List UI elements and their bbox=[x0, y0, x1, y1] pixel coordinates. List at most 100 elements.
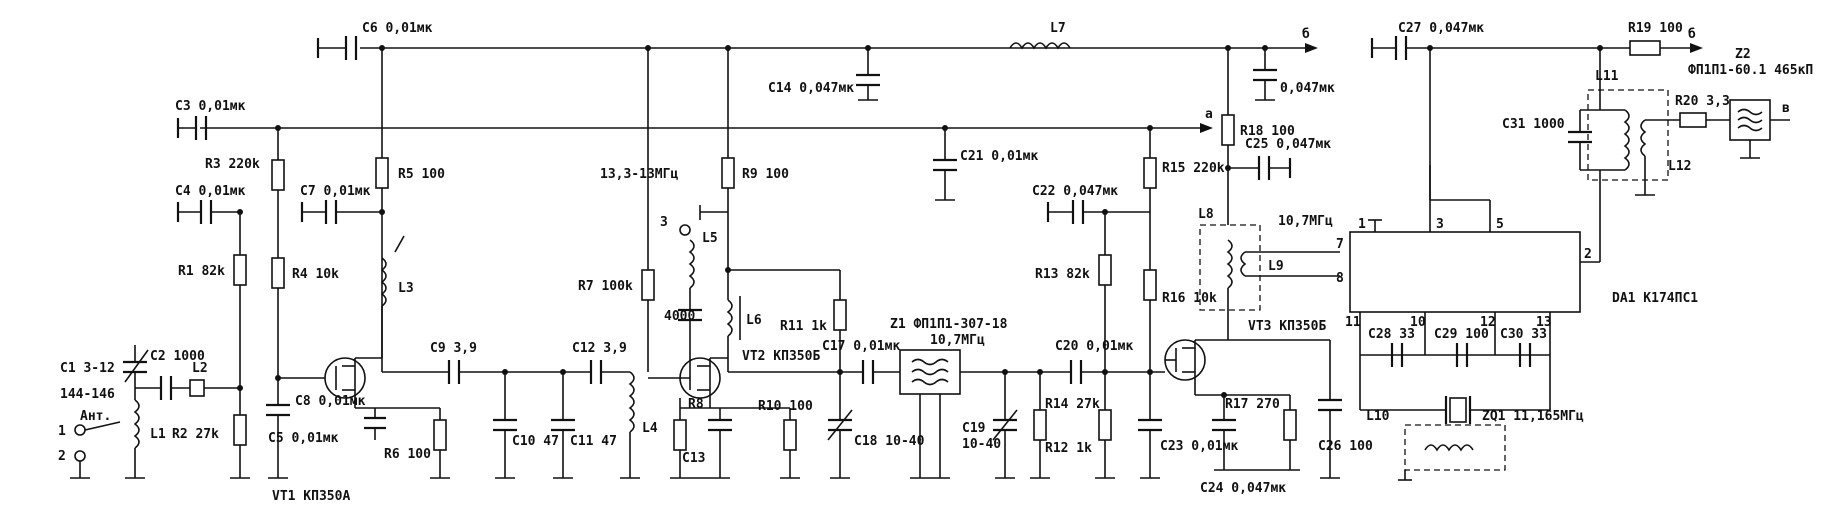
label-ic1: 1 bbox=[1358, 217, 1366, 232]
label-c11: C11 47 bbox=[570, 434, 617, 449]
label-r19: R19 100 bbox=[1628, 21, 1683, 36]
label-r8: R8 bbox=[688, 397, 704, 412]
label-c30: C30 33 bbox=[1500, 327, 1547, 342]
label-r11: R11 1k bbox=[780, 319, 827, 334]
label-r14: R14 27k bbox=[1045, 397, 1100, 412]
component-labels: C6 0,01мк C3 0,01мк C4 0,01мк C7 0,01мк … bbox=[58, 21, 1813, 504]
label-r1: R1 82k bbox=[178, 264, 225, 279]
stage-mixer bbox=[641, 48, 1070, 479]
label-freq1: 144-146 bbox=[60, 387, 115, 402]
label-c17: C17 0,01мк bbox=[822, 339, 900, 354]
label-c29: C29 100 bbox=[1434, 327, 1489, 342]
label-l8f: 10,7МГц bbox=[1278, 214, 1333, 229]
label-r15: R15 220k bbox=[1162, 161, 1225, 176]
label-c24: C24 0,047мк bbox=[1200, 481, 1286, 496]
label-c20: C20 0,01мк bbox=[1055, 339, 1133, 354]
label-r13: R13 82k bbox=[1035, 267, 1090, 282]
label-l9: L9 bbox=[1268, 259, 1284, 274]
label-l11: L11 bbox=[1595, 69, 1619, 84]
label-c28: C28 33 bbox=[1368, 327, 1415, 342]
label-c25: C25 0,047мк bbox=[1245, 137, 1331, 152]
stage-input bbox=[70, 48, 640, 479]
label-ant: Ант. bbox=[80, 409, 111, 424]
label-l6: L6 bbox=[746, 313, 762, 328]
label-c4000: 4000 bbox=[664, 309, 695, 324]
label-net-b2: б bbox=[1688, 27, 1696, 42]
label-c19: C19 bbox=[962, 421, 985, 436]
label-z2t: ФП1П1-60.1 465кП bbox=[1688, 63, 1813, 78]
label-ic10: 10 bbox=[1410, 315, 1426, 330]
label-c23: C23 0,01мк bbox=[1160, 439, 1238, 454]
label-c31: C31 1000 bbox=[1502, 117, 1565, 132]
label-vt3: VT3 КП350Б bbox=[1248, 319, 1326, 334]
label-freq2: 13,3-13МГц bbox=[600, 167, 678, 182]
label-z1f: 10,7МГц bbox=[930, 333, 985, 348]
label-da1: DA1 К174ПС1 bbox=[1612, 291, 1698, 306]
label-c21: C21 0,01мк bbox=[960, 149, 1038, 164]
label-c22: C22 0,047мк bbox=[1032, 184, 1118, 199]
label-vt2: VT2 КП350Б bbox=[742, 349, 820, 364]
label-c18: C18 10-40 bbox=[854, 434, 925, 449]
label-c14: C14 0,047мк bbox=[768, 81, 854, 96]
label-ic7: 7 bbox=[1336, 237, 1344, 252]
label-l7: L7 bbox=[1050, 21, 1066, 36]
label-r9: R9 100 bbox=[742, 167, 789, 182]
label-pin1: 1 bbox=[58, 424, 66, 439]
label-c10: C10 47 bbox=[512, 434, 559, 449]
label-z2: Z2 bbox=[1735, 47, 1751, 62]
bus-wires bbox=[176, 36, 1318, 224]
label-pin2: 2 bbox=[58, 449, 66, 464]
label-ic5: 5 bbox=[1496, 217, 1504, 232]
label-ic8: 8 bbox=[1336, 271, 1344, 286]
label-zq1: ZQ1 11,165МГц bbox=[1482, 409, 1584, 424]
label-vt1: VT1 КП350А bbox=[272, 489, 350, 504]
label-c12: C12 3,9 bbox=[572, 341, 627, 356]
label-r18: R18 100 bbox=[1240, 124, 1295, 139]
label-r2: R2 27k bbox=[172, 427, 219, 442]
label-c3: C3 0,01мк bbox=[175, 99, 246, 114]
label-r10: R10 100 bbox=[758, 399, 813, 414]
label-pin3: 3 bbox=[660, 215, 668, 230]
label-ic2: 2 bbox=[1584, 247, 1592, 262]
label-c6: C6 0,01мк bbox=[362, 21, 433, 36]
label-c1: C1 3-12 bbox=[60, 361, 115, 376]
label-l3: L3 bbox=[398, 281, 414, 296]
label-l5: L5 bbox=[702, 231, 718, 246]
label-r17: R17 270 bbox=[1225, 397, 1280, 412]
label-c26: C26 100 bbox=[1318, 439, 1373, 454]
label-c13: C13 bbox=[682, 451, 705, 466]
label-l4: L4 bbox=[642, 421, 658, 436]
label-cl7: 0,047мк bbox=[1280, 81, 1335, 96]
label-ic3: 3 bbox=[1436, 217, 1444, 232]
label-l10: L10 bbox=[1366, 409, 1390, 424]
label-net-a: а bbox=[1205, 107, 1213, 122]
label-r4: R4 10k bbox=[292, 267, 339, 282]
label-r16: R16 10k bbox=[1162, 291, 1217, 306]
label-c4: C4 0,01мк bbox=[175, 184, 246, 199]
stage-da1 bbox=[1349, 36, 1790, 481]
label-r20: R20 3,3 bbox=[1675, 94, 1730, 109]
label-ic12: 12 bbox=[1480, 315, 1496, 330]
label-r5: R5 100 bbox=[398, 167, 445, 182]
label-z1: Z1 ФП1П1-307-18 bbox=[890, 317, 1008, 332]
label-r6: R6 100 bbox=[384, 447, 431, 462]
label-net-b: б bbox=[1302, 27, 1310, 42]
stage-if-amp bbox=[856, 42, 1342, 479]
label-l8: L8 bbox=[1198, 207, 1214, 222]
label-ic11: 11 bbox=[1345, 315, 1361, 330]
label-net-v: в bbox=[1782, 101, 1790, 116]
label-c7: C7 0,01мк bbox=[300, 184, 371, 199]
label-c27: C27 0,047мк bbox=[1398, 21, 1484, 36]
label-l12: L12 bbox=[1668, 159, 1691, 174]
label-r7: R7 100k bbox=[578, 279, 633, 294]
label-r12: R12 1k bbox=[1045, 441, 1092, 456]
label-c19v: 10-40 bbox=[962, 437, 1001, 452]
label-c2: C2 1000 bbox=[150, 349, 205, 364]
label-l1: L1 bbox=[150, 427, 166, 442]
label-ic13: 13 bbox=[1536, 315, 1552, 330]
junctions bbox=[237, 45, 1603, 398]
label-c9: C9 3,9 bbox=[430, 341, 477, 356]
label-r3: R3 220k bbox=[205, 157, 260, 172]
label-l2: L2 bbox=[192, 361, 208, 376]
